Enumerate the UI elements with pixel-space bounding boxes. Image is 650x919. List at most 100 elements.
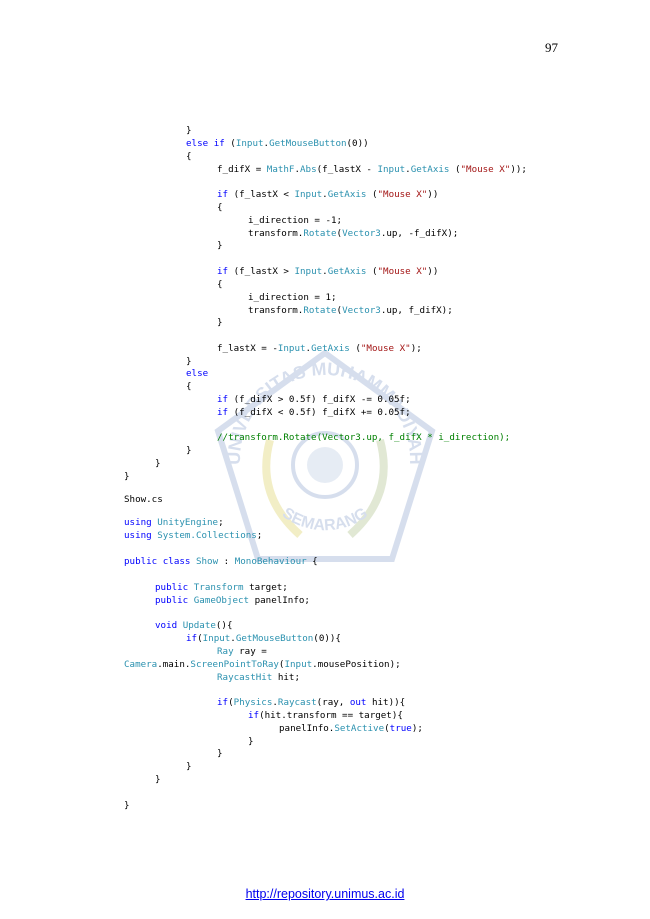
code-token: GetAxis [327,266,367,277]
code-token: ( [197,633,203,644]
code-line: transform.Rotate(Vector3.up, f_difX); [248,305,453,317]
code-line: RaycastHit hit; [217,672,300,684]
code-token: "Mouse X" [360,343,411,354]
code-token: } [217,748,223,759]
code-token: Show.cs [124,494,163,505]
code-token: Raycast [277,697,317,708]
code-token: GetMouseButton [235,633,314,644]
repository-link[interactable]: http://repository.unimus.ac.id [245,887,405,901]
code-token: Ray [217,646,234,657]
code-line: if(Physics.Raycast(ray, out hit)){ [217,697,405,709]
code-token: } [155,458,161,469]
code-token: panelInfo; [249,595,310,606]
code-token: ( [349,343,361,354]
code-token: ( [449,164,461,175]
code-token: hit; [272,672,300,683]
code-token: Rotate [303,228,337,239]
code-token: Rotate [303,305,337,316]
code-token: ; [218,517,224,528]
code-token: Vector3 [342,305,381,316]
code-line: public GameObject panelInfo; [155,595,310,607]
code-line: if(hit.transform == target){ [248,710,403,722]
code-token: . [322,266,328,277]
code-token: using [124,517,152,528]
code-token: Input [294,189,323,200]
code-token: )) [427,189,439,200]
code-token: target; [243,582,288,593]
code-token: if [213,138,225,149]
code-token: hit)){ [366,697,406,708]
code-token: ( [224,138,236,149]
code-token: GetAxis [311,343,350,354]
code-token: Input [294,266,323,277]
code-token: public [155,582,189,593]
code-token: ( [366,189,378,200]
code-token: if [217,266,229,277]
code-token: .main. [157,659,191,670]
code-token: ( [336,228,343,239]
code-line: public Transform target; [155,582,288,594]
code-token: i_direction = 1; [248,292,337,303]
code-token: panelInfo. [279,723,335,734]
code-token: else [186,138,209,149]
page-number: 97 [545,40,558,55]
code-line: } [248,736,254,748]
code-line: Camera.main.ScreenPointToRay(Input.mouse… [124,659,401,671]
code-token: ( [366,266,378,277]
code-line: } [155,774,161,786]
code-token: Abs [300,164,317,175]
code-token: { [186,381,192,392]
code-token: . [305,343,312,354]
code-line: Ray ray = [217,646,267,658]
code-token: { [217,202,223,213]
code-token: GameObject [193,595,250,606]
code-token: (0)){ [313,633,341,644]
code-line: f_lastX = -Input.GetAxis ("Mouse X"); [217,343,422,355]
code-line: public class Show : MonoBehaviour { [124,556,318,568]
code-line: } [155,458,161,470]
code-line: } [186,356,192,368]
code-token: if [186,633,198,644]
code-line: } [217,240,223,252]
code-token: GetAxis [410,164,450,175]
code-token: "Mouse X" [460,164,511,175]
code-token: } [186,125,192,136]
code-line: if (f_difX > 0.5f) f_difX -= 0.05f; [217,394,411,406]
code-token: if [217,407,229,418]
code-token: (f_lastX < [228,189,295,200]
code-token: Vector3 [342,228,381,239]
code-token: ray = [233,646,267,657]
code-token: (ray, [316,697,350,708]
code-token: RaycastHit [217,672,273,683]
code-line: if (f_lastX < Input.GetAxis ("Mouse X")) [217,189,438,201]
code-token: class [162,556,191,567]
seal-center-core [307,447,343,483]
code-line: } [186,125,192,137]
code-token: . [263,138,270,149]
code-line: if(Input.GetMouseButton(0)){ [186,633,341,645]
code-token: ( [336,305,343,316]
code-token: } [186,761,192,772]
code-token: transform. [248,305,304,316]
code-line: } [124,800,130,812]
code-line: else [186,368,208,380]
code-token: ); [411,723,423,734]
code-token: { [186,151,192,162]
code-token: "Mouse X" [377,266,428,277]
code-token: Physics [233,697,273,708]
code-token: } [186,356,192,367]
code-token: MathF [266,164,295,175]
code-token: using [124,530,152,541]
code-token: f_lastX = - [217,343,278,354]
code-token: true [389,723,412,734]
code-line: void Update(){ [155,620,233,632]
code-token: } [186,445,192,456]
code-token: (){ [215,620,233,631]
code-line: } [186,445,192,457]
seal-bottom-text: SEMARANG [279,505,371,535]
code-token: ); [410,343,422,354]
code-token: } [124,800,130,811]
code-token: f_difX = [217,164,267,175]
code-line: { [217,279,223,291]
code-token: Transform [193,582,244,593]
